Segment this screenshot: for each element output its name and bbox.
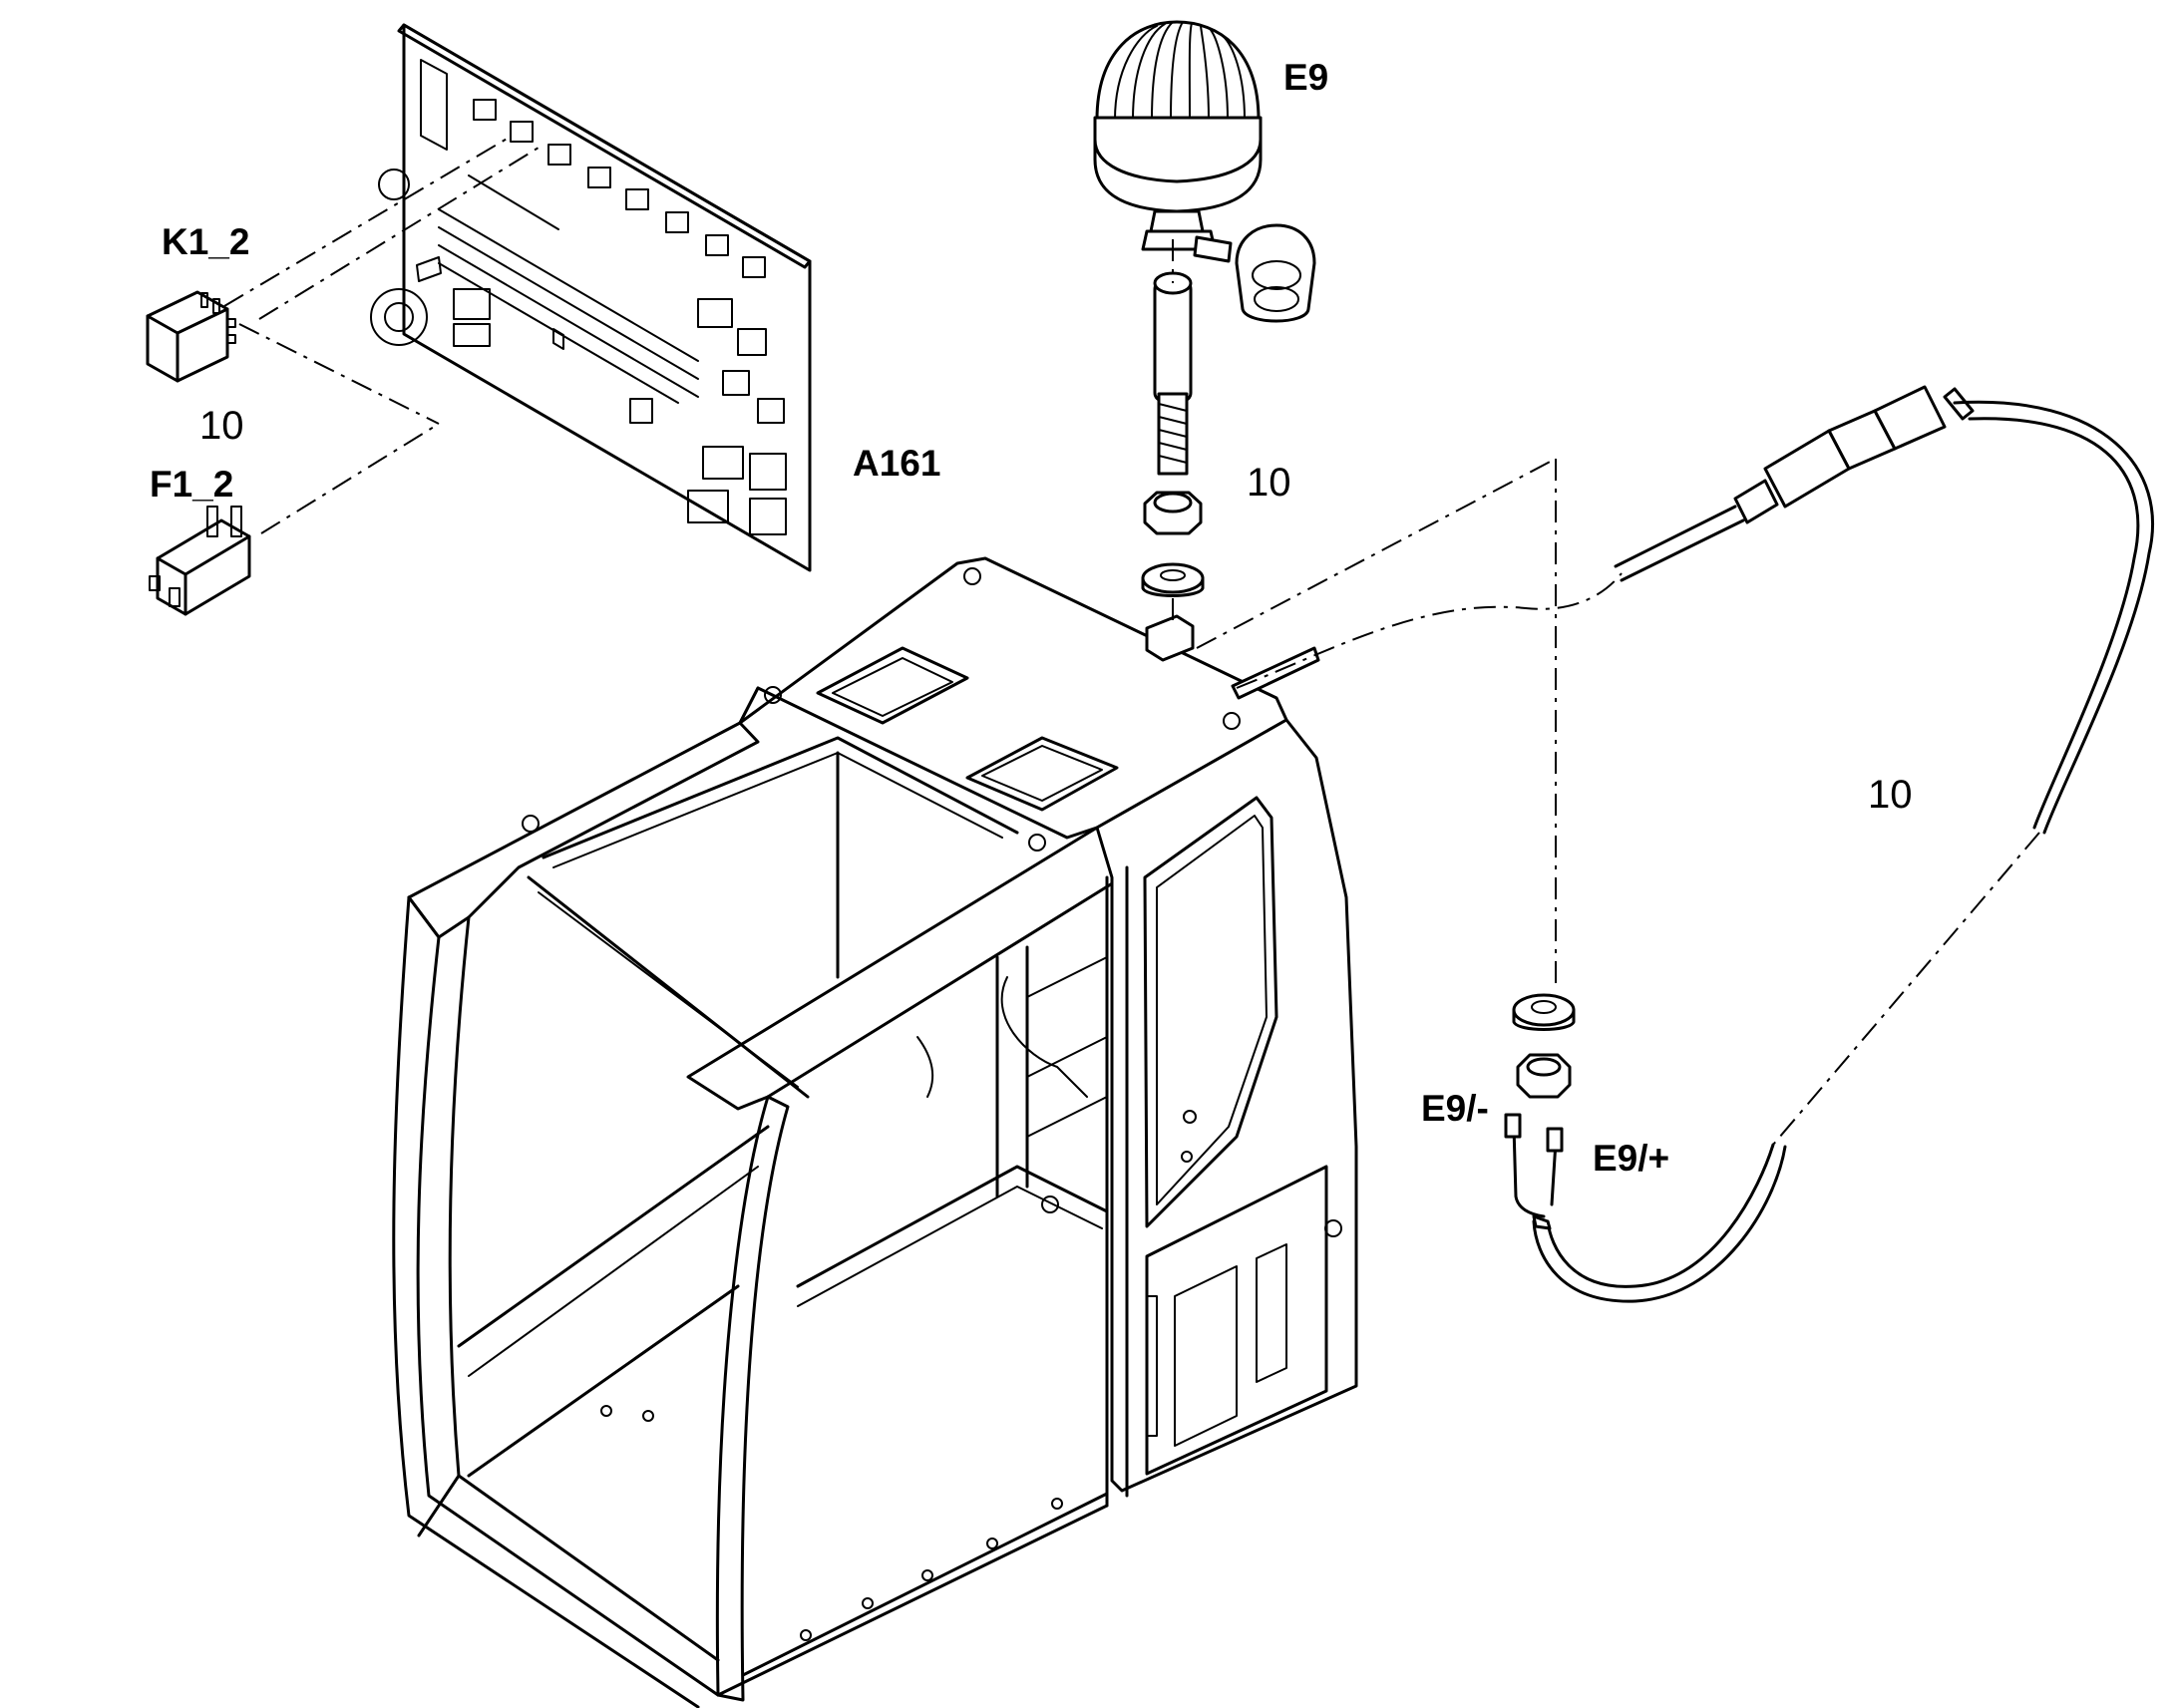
cable-harness xyxy=(1504,385,2154,1303)
leader-lines xyxy=(223,137,540,534)
qty-label-beacon: 10 xyxy=(1247,461,1291,505)
qty-label-relay: 10 xyxy=(199,404,244,448)
label-e9: E9 xyxy=(1283,57,1328,98)
label-e9-minus: E9/- xyxy=(1421,1088,1489,1129)
label-f1-2: F1_2 xyxy=(150,464,233,505)
label-a161: A161 xyxy=(853,443,940,484)
operator-cab xyxy=(392,556,1358,1708)
beacon-lamp-e9 xyxy=(1093,20,1316,597)
fuse-f1-2 xyxy=(149,506,251,616)
routing-lines xyxy=(1172,239,2040,1146)
circuit-board-a161 xyxy=(370,23,812,572)
label-k1-2: K1_2 xyxy=(162,221,249,262)
relay-k1-2 xyxy=(146,290,236,383)
qty-label-cable: 10 xyxy=(1868,773,1913,817)
label-e9-plus: E9/+ xyxy=(1593,1138,1669,1179)
